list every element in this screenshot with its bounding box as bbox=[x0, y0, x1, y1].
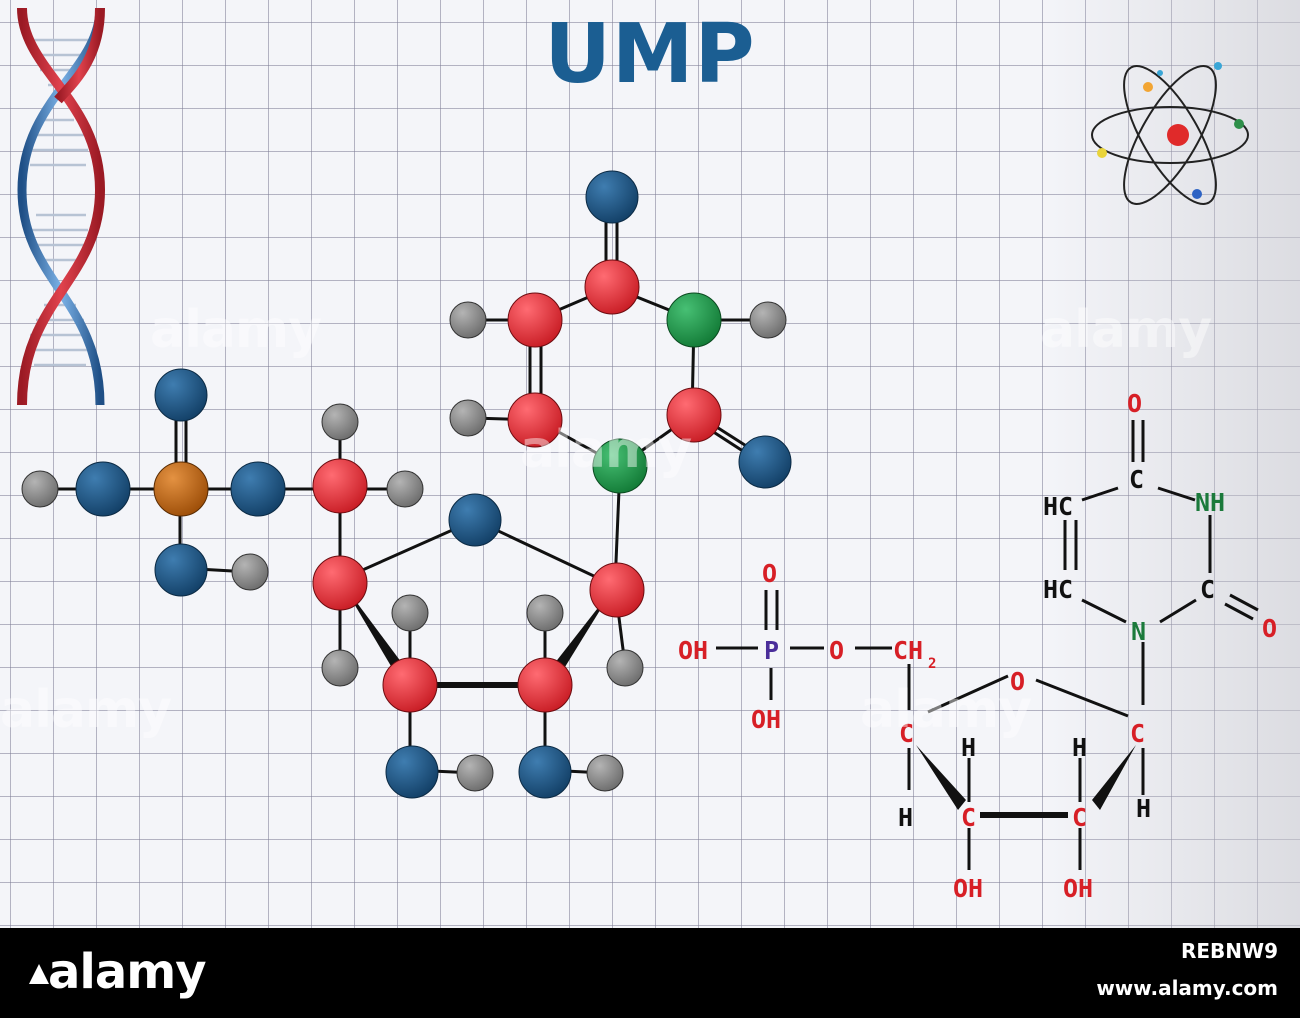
formula-label: C bbox=[1200, 575, 1215, 604]
diagram-title: UMP bbox=[544, 7, 756, 102]
formula-label: HC bbox=[1043, 575, 1073, 604]
formula-label: CH bbox=[893, 636, 923, 665]
footer-brand: alamy bbox=[48, 944, 207, 1000]
formula-label: P bbox=[764, 636, 779, 665]
formula-label: C bbox=[899, 719, 914, 748]
formula-label: OH bbox=[953, 874, 983, 903]
formula-label: 2 bbox=[928, 656, 936, 672]
formula-label: C bbox=[1072, 803, 1087, 832]
formula-label: O bbox=[762, 559, 777, 588]
formula-label: OH bbox=[678, 636, 708, 665]
formula-label: H bbox=[898, 803, 913, 832]
formula-label: C bbox=[1130, 719, 1145, 748]
formula-label: H bbox=[961, 733, 976, 762]
ball-and-stick-model bbox=[21, 170, 792, 799]
formula-label: N bbox=[1131, 617, 1146, 646]
formula-label: H bbox=[1136, 794, 1151, 823]
formula-label: NH bbox=[1195, 488, 1225, 517]
structural-formula: O C HC NH HC C O N O P OH O CH 2 OH O C … bbox=[678, 389, 1277, 903]
grid-paper-background: UMP bbox=[0, 0, 1300, 928]
image-id: REBNW9 bbox=[1180, 939, 1278, 963]
formula-label: C bbox=[961, 803, 976, 832]
formula-label: OH bbox=[1063, 874, 1093, 903]
formula-label: O bbox=[829, 636, 844, 665]
dna-helix-icon bbox=[17, 7, 106, 406]
formula-label: C bbox=[1129, 465, 1144, 494]
site-url[interactable]: www.alamy.com bbox=[1096, 976, 1278, 1000]
formula-label: O bbox=[1127, 389, 1142, 418]
footer-bar: alamy REBNW9 www.alamy.com bbox=[0, 928, 1300, 1018]
formula-label: H bbox=[1072, 733, 1087, 762]
atom-icon bbox=[1091, 62, 1249, 205]
formula-label: O bbox=[1010, 667, 1025, 696]
formula-label: O bbox=[1262, 614, 1277, 643]
alamy-logo-icon bbox=[29, 964, 49, 984]
formula-label: OH bbox=[751, 705, 781, 734]
formula-label: HC bbox=[1043, 492, 1073, 521]
